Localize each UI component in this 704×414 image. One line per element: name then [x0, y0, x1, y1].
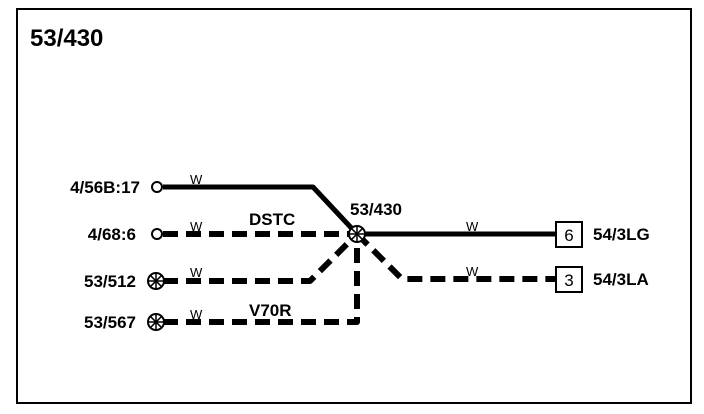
wire-54-3la: [354, 231, 556, 282]
connector-label: 53/567: [84, 313, 136, 332]
wire-tag: V70R: [249, 301, 292, 320]
central-splice-icon: [348, 225, 366, 243]
connector-label: 53/512: [84, 272, 136, 291]
pin-box: [555, 266, 583, 293]
pin-number: 3: [564, 271, 573, 290]
wire-color-code: W: [466, 219, 479, 234]
wire-color-code: W: [190, 172, 203, 187]
connector-label: 54/3LA: [593, 270, 649, 289]
diagram-frame: [16, 8, 692, 404]
connector-label: 54/3LG: [593, 225, 650, 244]
diagram-title: 53/430: [30, 25, 103, 52]
open-circle-icon: [151, 181, 163, 193]
wire-color-code: W: [190, 219, 203, 234]
splice-label: 53/430: [350, 200, 402, 219]
wire-tag: DSTC: [249, 210, 295, 229]
wire-4-56b-17: [163, 184, 359, 236]
open-circle-icon: [151, 228, 163, 240]
wire-color-code: W: [190, 265, 203, 280]
wire-53-567: [163, 234, 360, 325]
connector-label: 4/56B:17: [70, 178, 140, 197]
connector-label: 4/68:6: [88, 225, 136, 244]
pin-box: [555, 221, 583, 248]
wire-53-512: [163, 231, 360, 284]
pin-number: 6: [564, 226, 573, 245]
wire-color-code: W: [190, 307, 203, 322]
splice-star-icon: [147, 313, 165, 331]
wire-color-code: W: [466, 264, 479, 279]
splice-star-icon: [147, 272, 165, 290]
wires: [163, 184, 556, 325]
